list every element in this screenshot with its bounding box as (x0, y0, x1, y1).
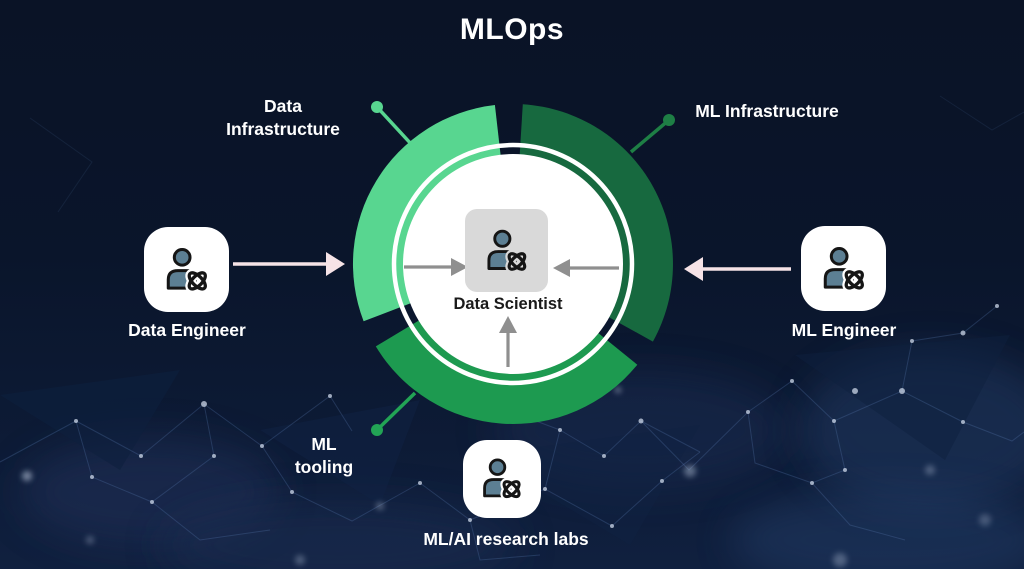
page-title: MLOps (459, 13, 565, 46)
role-card-ml-ai-research-labs (463, 440, 541, 518)
leader-ml-infrastructure (629, 114, 675, 154)
segment-label-line: tooling (294, 456, 354, 477)
person-atom-icon (475, 452, 529, 506)
leader-dot-ml-infrastructure (663, 114, 675, 126)
role-label-ml-engineer: ML Engineer (791, 320, 897, 340)
leader-dot-data-infrastructure (371, 101, 383, 113)
gray-arrow-bottom (499, 316, 517, 367)
role-label-data-engineer: Data Engineer (128, 320, 246, 340)
segment-label-line: ML Infrastructure (695, 101, 839, 121)
data-engineer-arrow (233, 252, 345, 276)
plexus-dots (74, 304, 999, 528)
segment-label-line: ML (311, 434, 337, 454)
segment-label-ml-tooling: ML tooling (295, 433, 353, 478)
person-atom-icon (815, 240, 873, 298)
leader-dot-ml-tooling (371, 424, 383, 436)
bokeh-dots (22, 387, 991, 567)
inner-ring-outline (391, 142, 635, 386)
leader-ml-tooling (371, 391, 417, 436)
segment-label-line: Infrastructure (226, 118, 340, 139)
leader-data-infrastructure (371, 101, 415, 148)
person-atom-icon (158, 241, 216, 299)
gray-arrow-left (404, 258, 468, 276)
role-card-data-engineer (144, 227, 229, 312)
ml-engineer-arrow (684, 257, 791, 281)
data-scientist-box (465, 209, 548, 292)
person-atom-icon (479, 223, 535, 279)
data-scientist-label: Data Scientist (453, 295, 563, 313)
segment-label-ml-infrastructure: ML Infrastructure (695, 100, 839, 123)
segment-label-data-infrastructure: Data Infrastructure (226, 95, 340, 140)
role-label-ml-ai-research-labs: ML/AI research labs (423, 529, 589, 549)
gray-arrow-right (553, 259, 619, 277)
role-card-ml-engineer (801, 226, 886, 311)
segment-label-line: Data (264, 96, 302, 116)
